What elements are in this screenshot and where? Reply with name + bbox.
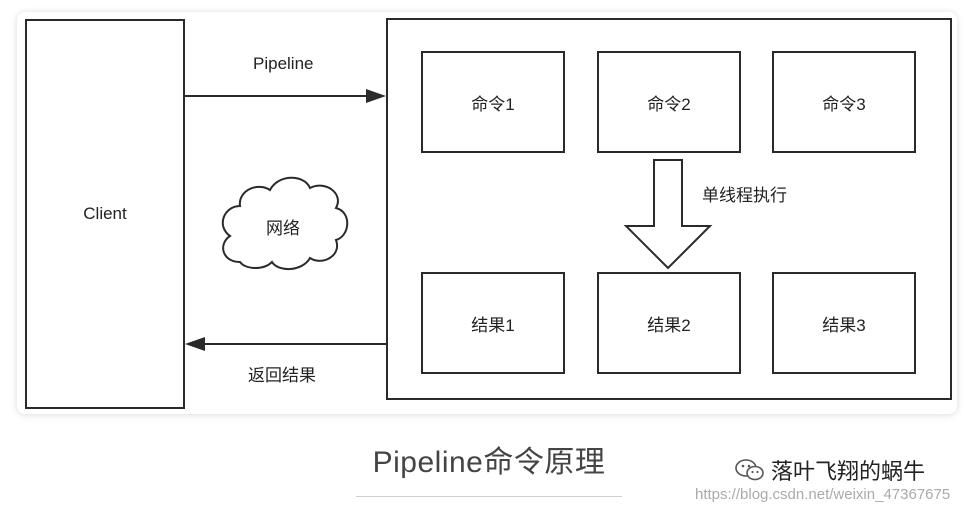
network-label: 网络 <box>266 219 300 238</box>
pipeline-label: Pipeline <box>253 54 314 73</box>
result-label-2: 结果2 <box>647 315 691 335</box>
watermark-url: https://blog.csdn.net/weixin_47367675 <box>695 486 951 503</box>
command-box-1: 命令1 <box>421 51 565 153</box>
result-label-1: 结果1 <box>471 315 515 335</box>
client-label: Client <box>83 204 127 223</box>
wechat-icon <box>735 459 764 481</box>
command-label-2: 命令2 <box>647 94 691 114</box>
result-box-1: 结果1 <box>421 272 565 374</box>
pipeline-arrow <box>185 89 386 103</box>
network-cloud <box>221 176 349 270</box>
watermark-author-name: 落叶飞翔的蜗牛 <box>771 459 926 484</box>
command-box-3: 命令3 <box>772 51 916 153</box>
client-box: Client <box>25 19 185 409</box>
figure-caption: Pipeline命令原理 <box>372 446 606 479</box>
single-thread-arrow <box>623 159 713 270</box>
result-box-2: 结果2 <box>597 272 741 374</box>
return-arrow <box>185 337 386 351</box>
caption-divider <box>356 496 622 497</box>
command-box-2: 命令2 <box>597 51 741 153</box>
command-label-1: 命令1 <box>471 94 515 114</box>
result-label-3: 结果3 <box>822 315 866 335</box>
return-label: 返回结果 <box>248 366 316 385</box>
watermark-author: 落叶飞翔的蜗牛 <box>735 454 925 486</box>
result-box-3: 结果3 <box>772 272 916 374</box>
command-label-3: 命令3 <box>822 94 866 114</box>
single-thread-label: 单线程执行 <box>702 186 787 205</box>
